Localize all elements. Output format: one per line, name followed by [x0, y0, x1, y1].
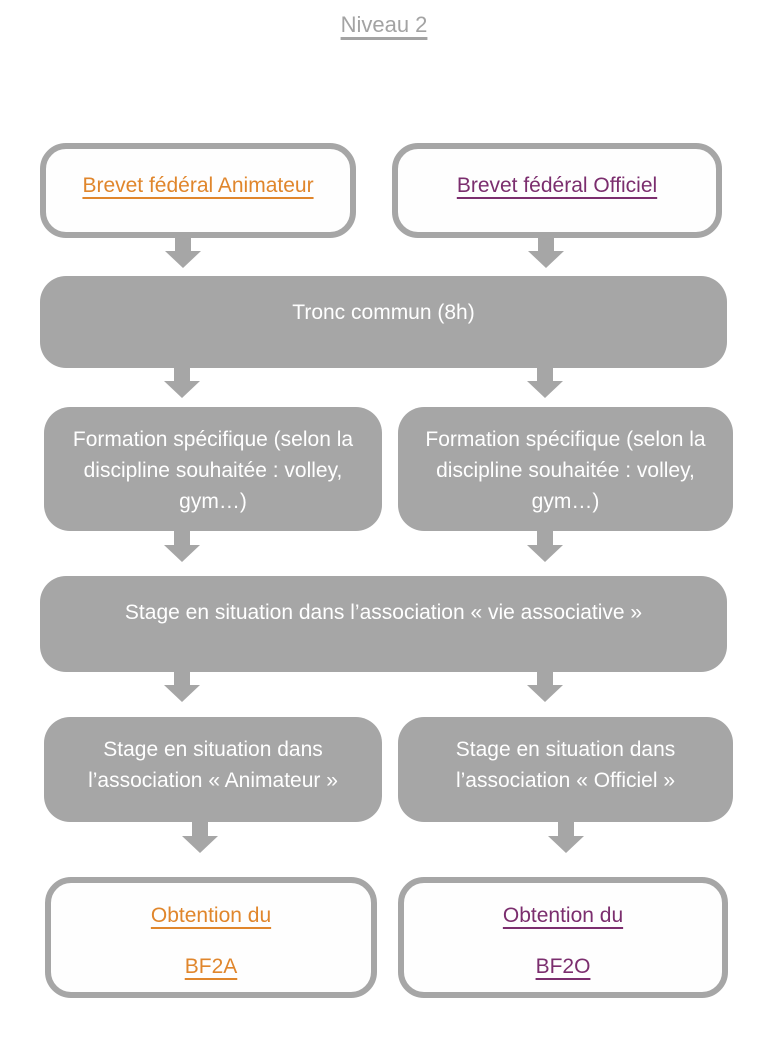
obtention-bf2a-link-line2[interactable]: BF2A [184, 955, 238, 978]
down-arrow-icon [164, 670, 200, 702]
obtention-bf2o-link-line2[interactable]: BF2O [535, 955, 591, 978]
node-brevet-federal-animateur: Brevet fédéral Animateur [40, 143, 356, 238]
node-stage-vie-associative: Stage en situation dans l’association « … [40, 576, 727, 672]
stage-officiel-label: Stage en situation dans l’association « … [455, 738, 676, 792]
brevet-federal-officiel-link[interactable]: Brevet fédéral Officiel [456, 174, 658, 197]
stage-animateur-label: Stage en situation dans l’association « … [88, 738, 338, 792]
down-arrow-icon [164, 366, 200, 398]
down-arrow-icon [527, 530, 563, 562]
brevet-federal-animateur-link[interactable]: Brevet fédéral Animateur [82, 174, 314, 197]
node-stage-officiel: Stage en situation dans l’association « … [398, 717, 733, 822]
node-obtention-bf2a: Obtention du BF2A [45, 877, 377, 998]
down-arrow-icon [527, 670, 563, 702]
obtention-bf2o-link-line1[interactable]: Obtention du [502, 904, 624, 927]
node-obtention-bf2o: Obtention du BF2O [398, 877, 728, 998]
formation-specifique-label: Formation spécifique (selon la disciplin… [72, 428, 354, 513]
down-arrow-icon [548, 821, 584, 853]
down-arrow-icon [164, 530, 200, 562]
node-stage-animateur: Stage en situation dans l’association « … [44, 717, 382, 822]
down-arrow-icon [527, 366, 563, 398]
tronc-commun-label: Tronc commun (8h) [292, 301, 475, 324]
node-brevet-federal-officiel: Brevet fédéral Officiel [392, 143, 722, 238]
node-tronc-commun: Tronc commun (8h) [40, 276, 727, 368]
formation-specifique-label: Formation spécifique (selon la disciplin… [425, 428, 706, 513]
stage-vie-associative-label: Stage en situation dans l’association « … [124, 601, 643, 624]
node-formation-specifique-officiel: Formation spécifique (selon la disciplin… [398, 407, 733, 531]
down-arrow-icon [528, 236, 564, 268]
down-arrow-icon [182, 821, 218, 853]
page-title: Niveau 2 [340, 12, 428, 37]
node-formation-specifique-animateur: Formation spécifique (selon la disciplin… [44, 407, 382, 531]
obtention-bf2a-link-line1[interactable]: Obtention du [150, 904, 272, 927]
down-arrow-icon [165, 236, 201, 268]
